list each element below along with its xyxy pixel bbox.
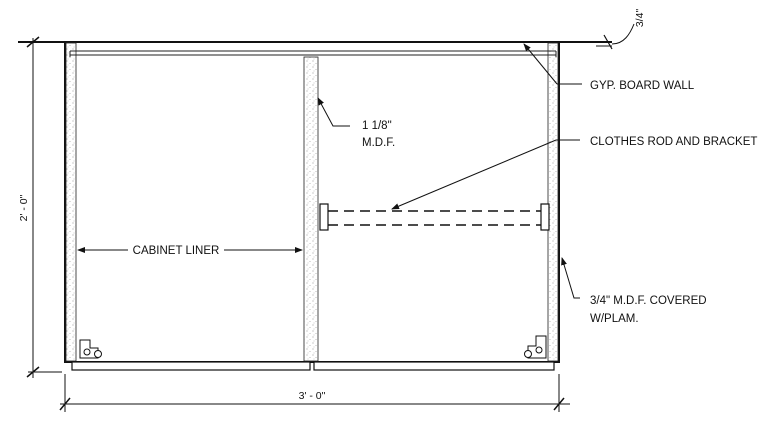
right-door-strip (313, 361, 555, 371)
right-side-panel (547, 42, 559, 362)
gyp-wall-leader (523, 43, 558, 85)
left-hinge-icon (79, 339, 102, 359)
panel-label-1: 3/4" M.D.F. COVERED (590, 295, 707, 307)
panel-label-2: W/PLAM. (590, 313, 639, 325)
rod-bracket-left (319, 203, 329, 231)
center-partition (303, 56, 319, 362)
right-hinge-icon (524, 335, 547, 359)
rod-bracket-right (540, 203, 550, 231)
mdf-thickness-label-2: M.D.F. (362, 137, 395, 149)
clothes-rod-label: CLOTHES ROD AND BRACKET (590, 136, 757, 148)
wall-gap-dimension-text: 3/4" (634, 9, 646, 28)
left-door-strip (71, 361, 311, 371)
gyp-board-wall-label: GYP. BOARD WALL (590, 80, 695, 92)
wall-gap-leader (611, 23, 635, 45)
depth-dimension-text: 2' - 0" (18, 194, 30, 221)
clothes-rod-leader (391, 139, 557, 210)
width-dimension-text: 3' - 0" (299, 390, 326, 402)
cabinet-liner-label: CABINET LINER (133, 245, 220, 257)
cabinet-outline (64, 41, 560, 363)
panel-leader (561, 257, 580, 299)
mdf-leader (317, 97, 350, 127)
left-side-panel (65, 42, 77, 362)
mdf-thickness-label-1: 1 1/8" (362, 120, 392, 132)
